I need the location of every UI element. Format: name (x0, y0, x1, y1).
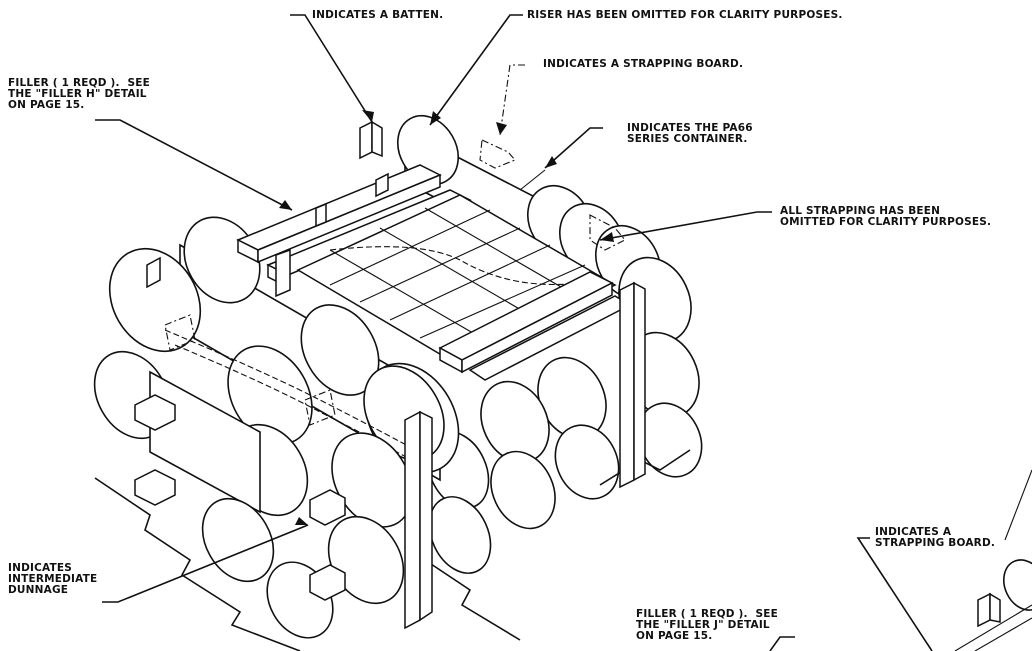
callout-riser-omitted: RISER HAS BEEN OMITTED FOR CLARITY PURPO… (527, 9, 843, 21)
callout-batten: INDICATES A BATTEN. (312, 9, 444, 21)
dunnage-blocks (134, 256, 346, 601)
callout-intermediate-dunnage: INDICATES INTERMEDIATE DUNNAGE (8, 562, 98, 596)
callout-strapping-board-right: INDICATES A STRAPPING BOARD. (875, 526, 996, 549)
filler-h-assembly (236, 120, 472, 298)
callout-filler-j: FILLER ( 1 REQD ). SEE THE "FILLER J" DE… (636, 608, 778, 642)
callout-strapping-board-top: INDICATES A STRAPPING BOARD. (543, 58, 744, 70)
filler-j-assembly (164, 139, 646, 630)
callout-container: INDICATES THE PA66 SERIES CONTAINER. (627, 122, 753, 145)
arrowheads (279, 110, 614, 525)
leader-lines (95, 14, 933, 651)
callout-strapping-omitted: ALL STRAPPING HAS BEEN OMITTED FOR CLARI… (780, 205, 992, 228)
partial-detail-right (954, 469, 1032, 651)
callout-filler-h: FILLER ( 1 REQD ). SEE THE "FILLER H" DE… (8, 77, 150, 111)
